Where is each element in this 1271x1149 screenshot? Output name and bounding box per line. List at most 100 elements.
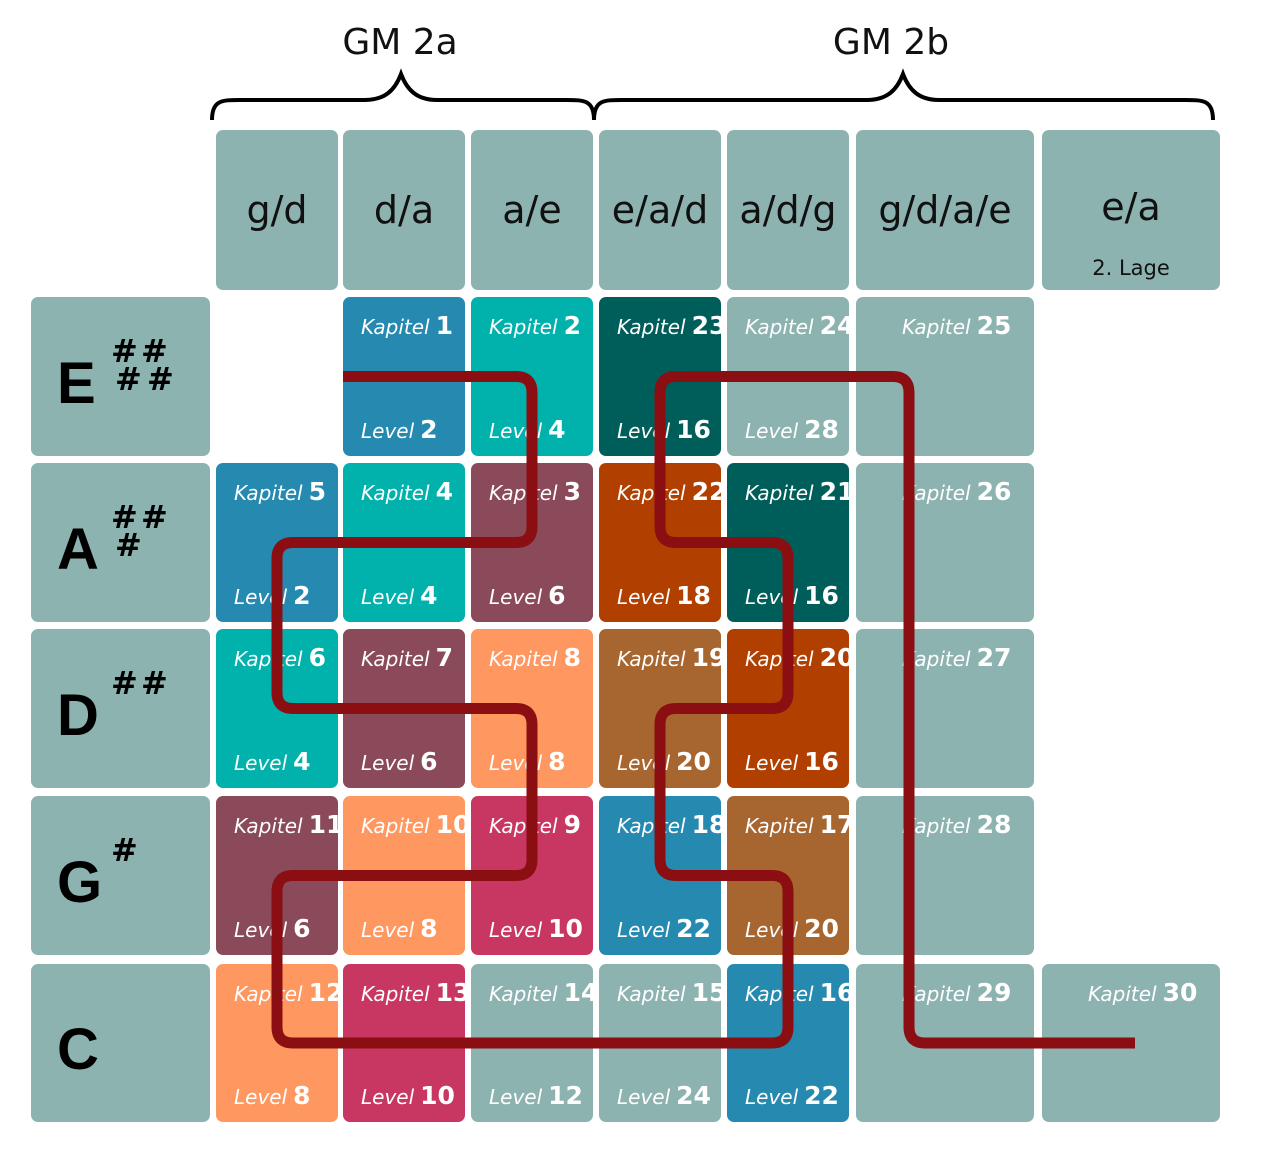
kapitel-number: 13: [435, 978, 471, 1007]
kapitel-word: Kapitel: [745, 481, 814, 505]
kapitel-word: Kapitel: [361, 315, 430, 339]
kapitel-word: Kapitel: [902, 315, 971, 339]
kapitel-word: Kapitel: [489, 814, 558, 838]
sharp-icon: #: [111, 332, 138, 370]
kapitel-number: 18: [691, 810, 727, 839]
level-number: 4: [548, 415, 566, 444]
level-word: Level: [489, 585, 543, 609]
kapitel-number: 30: [1162, 978, 1198, 1007]
level-word: Level: [745, 918, 799, 942]
kapitel-number: 22: [691, 477, 727, 506]
kapitel-word: Kapitel: [234, 814, 303, 838]
level-word: Level: [617, 751, 671, 775]
level-word: Level: [234, 918, 288, 942]
key-note: G: [57, 849, 103, 915]
sharp-icon: #: [115, 360, 142, 398]
kapitel-word: Kapitel: [617, 814, 686, 838]
level-number: 22: [676, 914, 711, 943]
kapitel-word: Kapitel: [489, 647, 558, 671]
key-signature: ##: [111, 667, 191, 737]
level-number: 16: [676, 415, 711, 444]
column-header-5: g/d/a/e: [856, 130, 1034, 290]
level-number: 10: [548, 914, 583, 943]
kapitel-number: 2: [563, 311, 582, 340]
kapitel-number: 3: [563, 477, 582, 506]
level-number: 20: [804, 914, 839, 943]
kapitel-number: 4: [435, 477, 454, 506]
level-number: 6: [548, 581, 566, 610]
kapitel-number: 26: [976, 477, 1012, 506]
kapitel-word: Kapitel: [361, 647, 430, 671]
kapitel-word: Kapitel: [902, 647, 971, 671]
kapitel-number: 1: [435, 311, 454, 340]
level-number: 8: [420, 914, 438, 943]
kapitel-number: 8: [563, 643, 582, 672]
kapitel-word: Kapitel: [361, 982, 430, 1006]
sharp-icon: #: [111, 831, 138, 869]
kapitel-number: 7: [435, 643, 454, 672]
level-word: Level: [361, 585, 415, 609]
kapitel-word: Kapitel: [745, 982, 814, 1006]
kapitel-number: 17: [819, 810, 855, 839]
kapitel-word: Kapitel: [361, 814, 430, 838]
sharp-icon: #: [111, 664, 138, 702]
level-word: Level: [489, 419, 543, 443]
group-label-gm2a: GM 2a: [342, 22, 458, 63]
column-label: a/d/g: [739, 188, 837, 232]
kapitel-number: 24: [819, 311, 855, 340]
kapitel-number: 25: [976, 311, 1012, 340]
column-sublabel: 2. Lage: [1092, 256, 1170, 280]
level-word: Level: [745, 1085, 799, 1109]
level-word: Level: [234, 751, 288, 775]
sharp-icon: #: [147, 360, 174, 398]
column-label: d/a: [373, 188, 435, 232]
level-number: 8: [293, 1081, 311, 1110]
key-note: C: [57, 1016, 99, 1082]
kapitel-word: Kapitel: [902, 481, 971, 505]
level-number: 28: [804, 415, 839, 444]
level-number: 2: [293, 581, 311, 610]
level-number: 4: [420, 581, 438, 610]
sharp-icon: #: [141, 498, 168, 536]
row-header-0: E####: [31, 297, 210, 456]
